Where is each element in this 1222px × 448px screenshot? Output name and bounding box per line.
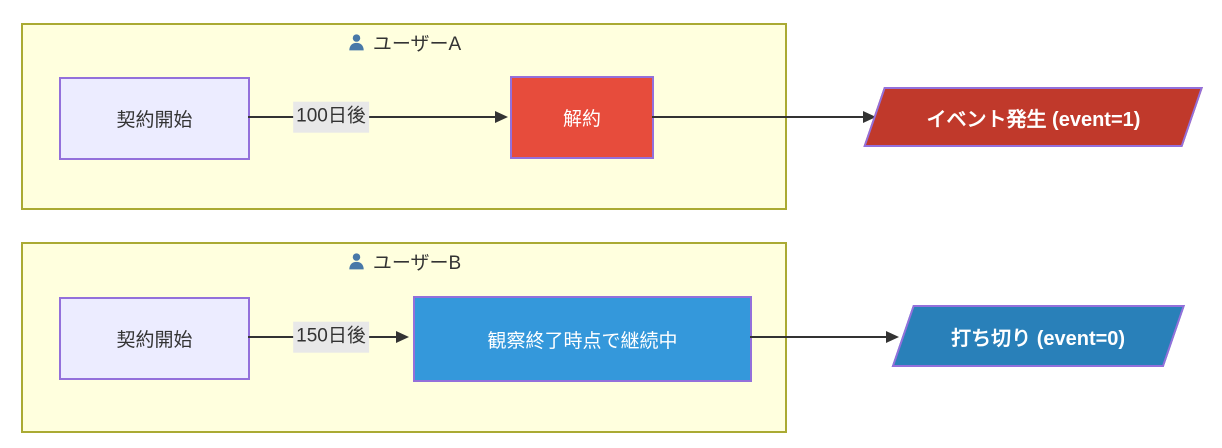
node-contract-start-a: 契約開始	[59, 77, 250, 160]
node-ongoing-at-observation-end: 観察終了時点で継続中	[413, 296, 752, 382]
node-censored-result: 打ち切り (event=0)	[891, 305, 1185, 367]
subgraph-title-label: ユーザーB	[372, 253, 462, 274]
edge-ongoing-to-censored	[750, 336, 887, 338]
subgraph-user-b-title: ユーザーB	[23, 248, 785, 275]
person-icon	[349, 34, 364, 51]
node-event-occurred-result: イベント発生 (event=1)	[863, 87, 1203, 147]
edge-label-duration-a: 100日後	[293, 101, 369, 133]
edge-label-duration-b: 150日後	[293, 321, 369, 353]
result-label: 打ち切り (event=0)	[951, 327, 1126, 350]
result-label: イベント発生 (event=1)	[926, 108, 1141, 131]
subgraph-user-a-title: ユーザーA	[23, 29, 785, 56]
arrowhead-icon	[396, 331, 409, 343]
node-contract-start-b: 契約開始	[59, 297, 250, 380]
edge-cancel-to-event	[652, 116, 864, 118]
edge-start-to-cancel	[248, 116, 496, 118]
arrowhead-icon	[495, 111, 508, 123]
person-icon	[349, 253, 364, 270]
node-cancel: 解約	[510, 76, 654, 159]
arrowhead-icon	[886, 331, 899, 343]
subgraph-title-label: ユーザーA	[372, 34, 462, 55]
